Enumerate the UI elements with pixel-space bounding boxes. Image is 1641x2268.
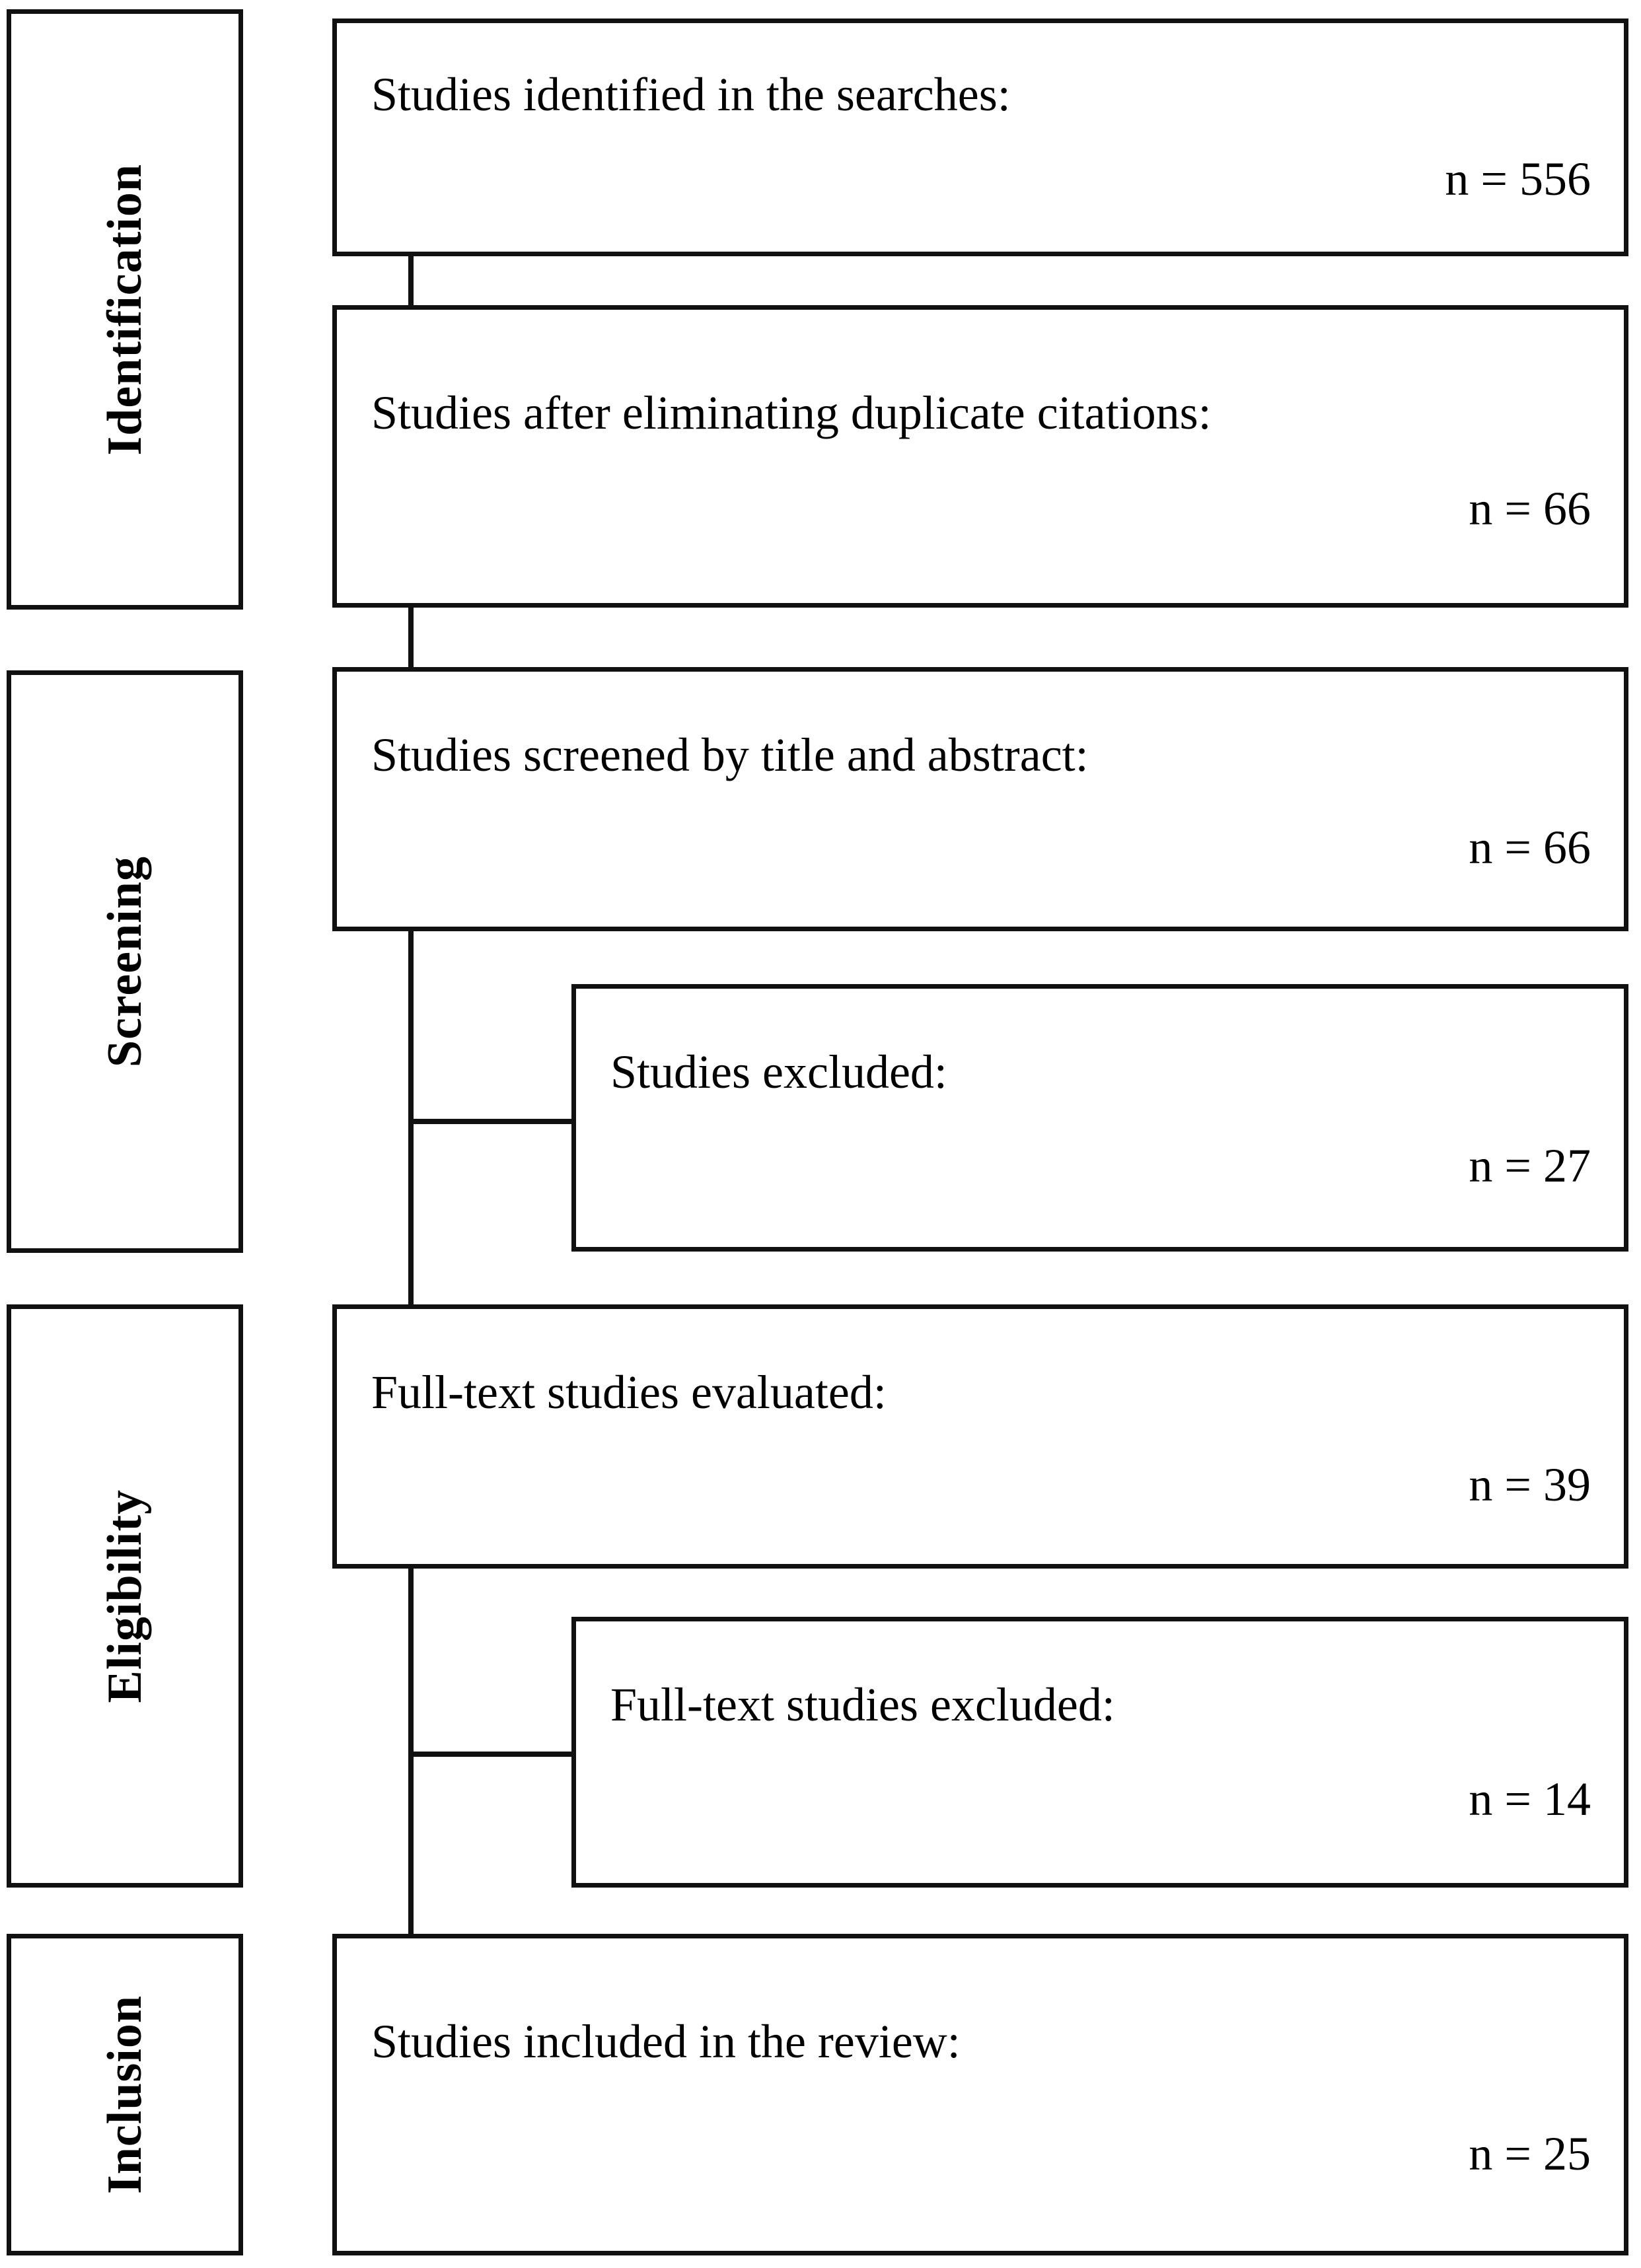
flow-box-excluded-screen: Studies excluded: n = 27 [571, 984, 1628, 1252]
flow-box-included-count: n = 25 [1469, 2127, 1591, 2180]
flow-box-after-duplicates: Studies after eliminating duplicate cita… [332, 305, 1628, 608]
flow-box-fulltext-excluded-title: Full-text studies excluded: [610, 1678, 1115, 1731]
flow-box-identified-count: n = 556 [1445, 153, 1591, 205]
flow-box-after-duplicates-title: Studies after eliminating duplicate cita… [371, 386, 1212, 439]
flow-box-fulltext-excluded-count: n = 14 [1469, 1773, 1591, 1825]
flow-box-included: Studies included in the review: n = 25 [332, 1934, 1628, 2255]
flow-box-screened: Studies screened by title and abstract: … [332, 667, 1628, 931]
flow-box-included-title: Studies included in the review: [371, 2015, 961, 2068]
flow-box-fulltext-evaluated-count: n = 39 [1469, 1458, 1591, 1511]
flow-box-fulltext-evaluated-title: Full-text studies evaluated: [371, 1366, 887, 1419]
stage-label-inclusion-text: Inclusion [98, 1995, 152, 2195]
flow-box-fulltext-evaluated: Full-text studies evaluated: n = 39 [332, 1304, 1628, 1569]
flow-box-screened-title: Studies screened by title and abstract: [371, 728, 1089, 781]
flow-box-excluded-screen-title: Studies excluded: [610, 1045, 947, 1098]
connector-identified-to-after-duplicates [408, 254, 414, 308]
flow-box-screened-count: n = 66 [1469, 821, 1591, 874]
stage-label-inclusion: Inclusion [7, 1934, 243, 2255]
connector-screened-to-fulltext-evaluated [408, 929, 414, 1307]
stage-label-identification-text: Identification [98, 163, 152, 456]
stage-label-screening: Screening [7, 670, 243, 1253]
stage-label-identification: Identification [7, 9, 243, 610]
stage-label-eligibility: Eligibility [7, 1304, 243, 1888]
connector-after-duplicates-to-screened [408, 605, 414, 670]
stage-label-screening-text: Screening [98, 855, 152, 1068]
flow-box-after-duplicates-count: n = 66 [1469, 482, 1591, 535]
flow-box-fulltext-excluded: Full-text studies excluded: n = 14 [571, 1617, 1628, 1888]
stage-label-eligibility-text: Eligibility [98, 1489, 152, 1703]
flow-box-excluded-screen-count: n = 27 [1469, 1139, 1591, 1192]
flow-box-identified: Studies identified in the searches: n = … [332, 18, 1628, 256]
connector-fulltext-evaluated-to-included [408, 1566, 414, 1936]
flow-box-identified-title: Studies identified in the searches: [371, 68, 1011, 121]
connector-branch-to-excluded-screen [408, 1119, 574, 1124]
connector-branch-to-fulltext-excluded [408, 1752, 574, 1757]
